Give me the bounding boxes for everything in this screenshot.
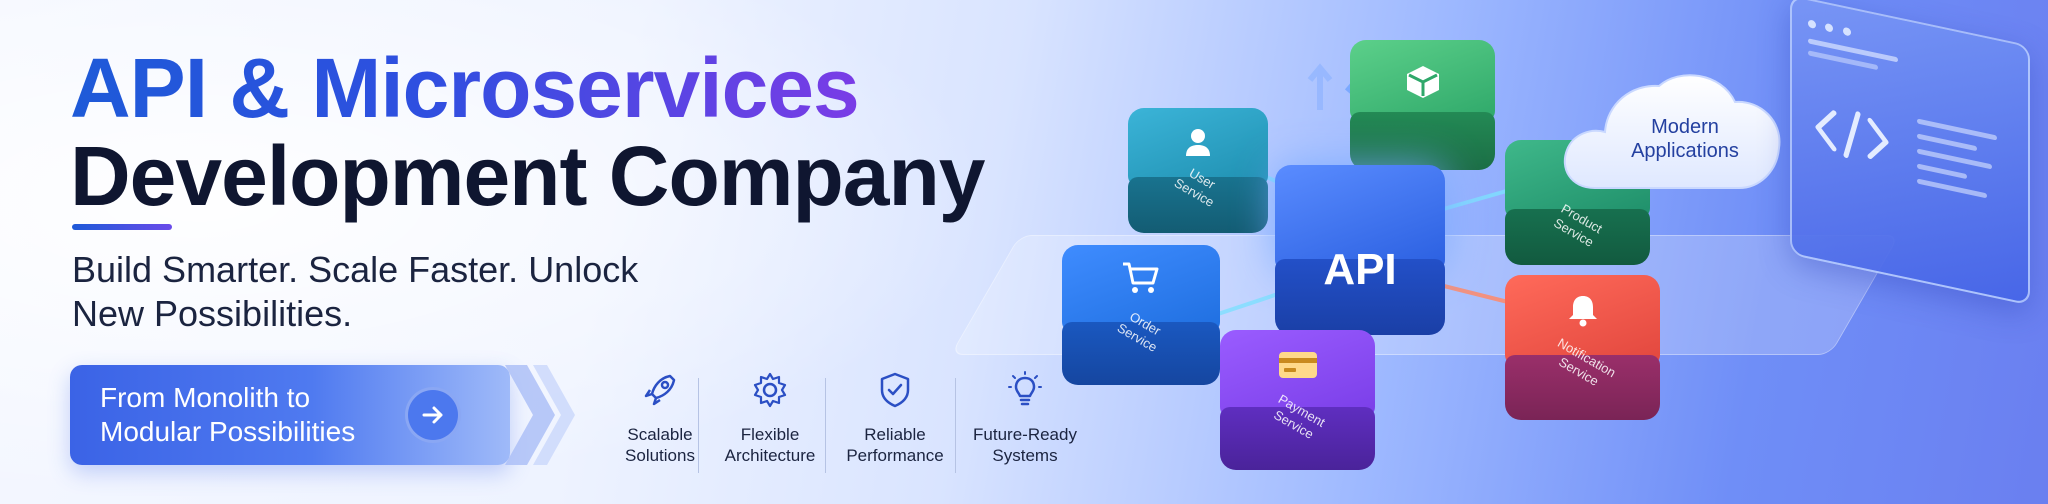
cloud-label: Modern Applications bbox=[1605, 115, 1765, 163]
cta-line-2: Modular Possibilities bbox=[100, 416, 356, 447]
api-label: API bbox=[1323, 245, 1397, 294]
feature-flexible: Flexible Architecture bbox=[710, 370, 830, 466]
rocket-icon bbox=[644, 374, 676, 406]
cta-text: From Monolith to Modular Possibilities bbox=[100, 381, 400, 449]
cart-icon bbox=[1120, 259, 1162, 302]
feature-divider bbox=[698, 378, 699, 473]
gear-icon bbox=[753, 372, 787, 408]
service-cube-payment: Payment Service bbox=[1220, 330, 1375, 470]
tagline-line-2: New Possibilities. bbox=[72, 293, 353, 334]
user-icon bbox=[1180, 124, 1216, 165]
tagline-line-1: Build Smarter. Scale Faster. Unlock bbox=[72, 249, 639, 290]
feature-label-2: Systems bbox=[992, 446, 1058, 465]
feature-label-1: Scalable bbox=[627, 425, 693, 444]
feature-label-1: Reliable bbox=[864, 425, 926, 444]
cta-line-1: From Monolith to bbox=[100, 382, 311, 413]
headline-line-2: Development Company bbox=[70, 129, 986, 223]
feature-divider bbox=[955, 378, 956, 473]
arrow-right-icon[interactable] bbox=[405, 387, 461, 443]
bell-icon bbox=[1564, 291, 1602, 334]
service-cube-user: User Service bbox=[1128, 108, 1268, 233]
feature-divider bbox=[825, 378, 826, 473]
feature-label-1: Flexible bbox=[740, 425, 800, 444]
feature-label-2: Architecture bbox=[724, 446, 816, 465]
feature-future-ready: Future-Ready Systems bbox=[965, 370, 1085, 466]
headline-line-1: API & Microservices bbox=[70, 41, 860, 135]
window-dots bbox=[1808, 14, 1851, 41]
chevrons-decoration bbox=[505, 365, 575, 465]
feature-label-2: Performance bbox=[846, 446, 944, 465]
api-cube: API bbox=[1275, 165, 1445, 335]
cloud-label-1: Modern bbox=[1651, 116, 1719, 138]
cloud-label-2: Applications bbox=[1631, 140, 1739, 162]
service-cube-order: Order Service bbox=[1062, 245, 1220, 385]
cube-icon bbox=[1401, 62, 1445, 107]
code-icon bbox=[1815, 110, 1889, 160]
feature-reliable: Reliable Performance bbox=[835, 370, 955, 466]
feature-scalable: Scalable Solutions bbox=[600, 370, 720, 466]
card-icon bbox=[1276, 348, 1320, 387]
shield-check-icon bbox=[880, 372, 910, 408]
feature-label-2: Solutions bbox=[625, 446, 695, 465]
service-cube-notification: Notification Service bbox=[1505, 275, 1660, 420]
cta-banner[interactable]: From Monolith to Modular Possibilities bbox=[70, 365, 510, 465]
cloud-icon bbox=[1563, 74, 1781, 189]
feature-label-1: Future-Ready bbox=[973, 425, 1077, 444]
lightbulb-icon bbox=[1008, 371, 1042, 406]
code-window bbox=[1790, 0, 2030, 306]
top-cube bbox=[1350, 40, 1495, 170]
headline-underline bbox=[72, 224, 172, 230]
tagline: Build Smarter. Scale Faster. Unlock New … bbox=[72, 248, 712, 336]
